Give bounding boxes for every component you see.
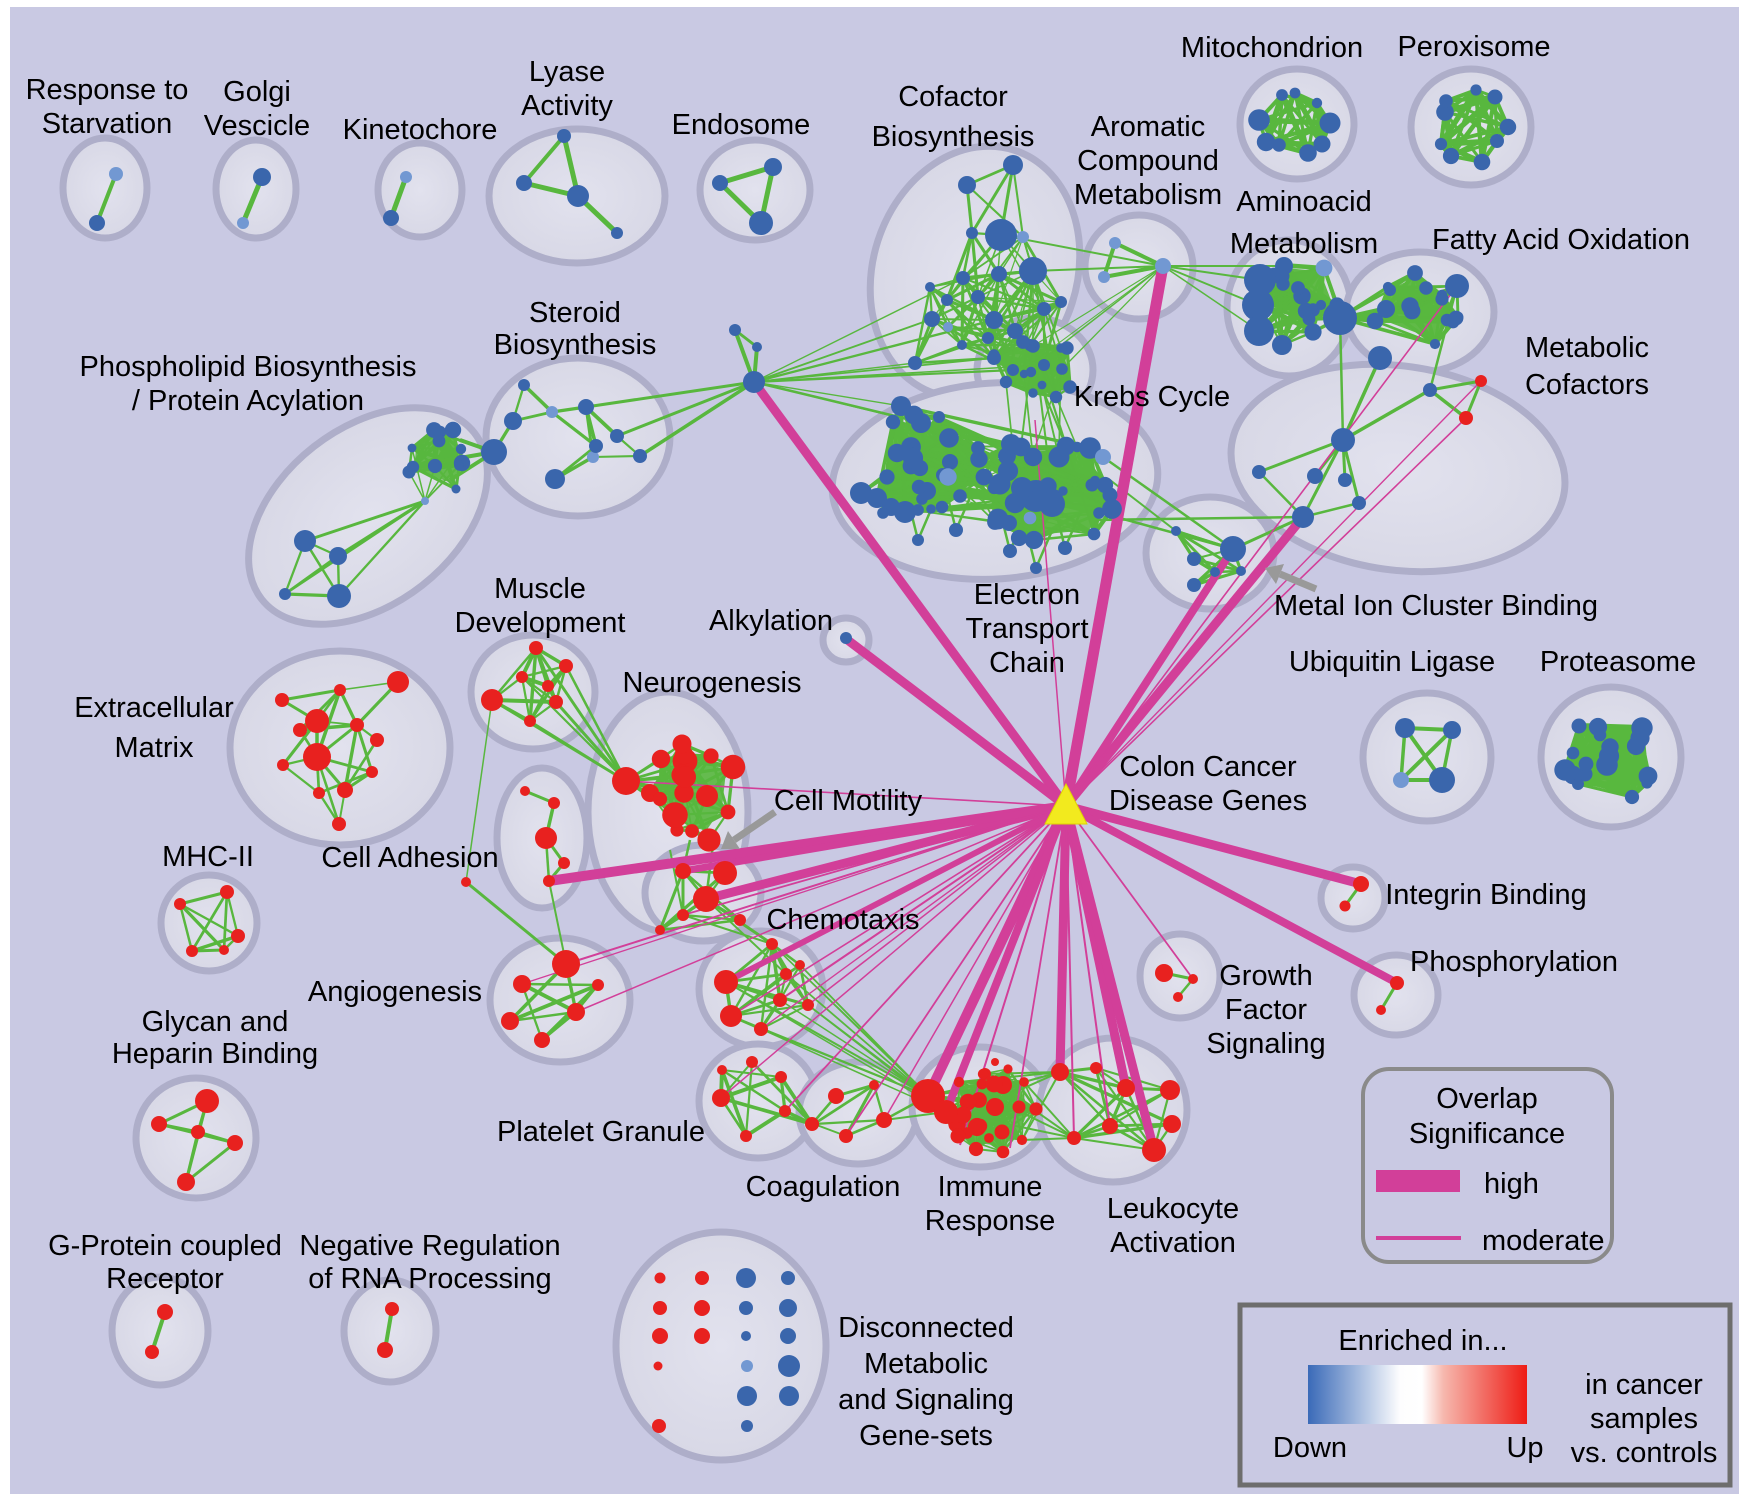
svg-text:Muscle: Muscle: [494, 573, 586, 605]
svg-text:Disconnected: Disconnected: [838, 1312, 1014, 1344]
svg-text:Up: Up: [1506, 1432, 1543, 1464]
svg-text:Integrin Binding: Integrin Binding: [1385, 879, 1587, 911]
svg-text:Biosynthesis: Biosynthesis: [494, 329, 657, 361]
svg-text:Mitochondrion: Mitochondrion: [1181, 32, 1363, 64]
svg-text:of RNA Processing: of RNA Processing: [308, 1263, 551, 1295]
svg-text:Growth: Growth: [1219, 960, 1312, 992]
svg-text:Starvation: Starvation: [42, 108, 173, 140]
svg-text:Immune: Immune: [938, 1171, 1043, 1203]
svg-text:Glycan and: Glycan and: [142, 1006, 289, 1038]
svg-text:Signaling: Signaling: [1206, 1028, 1325, 1060]
svg-text:Cell Adhesion: Cell Adhesion: [321, 842, 498, 874]
svg-text:Gene-sets: Gene-sets: [859, 1420, 993, 1452]
svg-text:Vescicle: Vescicle: [204, 110, 310, 142]
svg-text:in cancer: in cancer: [1585, 1369, 1703, 1401]
svg-text:MHC-II: MHC-II: [162, 841, 254, 873]
svg-text:Endosome: Endosome: [672, 109, 811, 141]
svg-text:Phosphorylation: Phosphorylation: [1410, 946, 1618, 978]
svg-text:Extracellular: Extracellular: [74, 692, 234, 724]
svg-text:Kinetochore: Kinetochore: [343, 114, 498, 146]
svg-text:Metabolic: Metabolic: [1525, 332, 1649, 364]
svg-text:Platelet Granule: Platelet Granule: [497, 1116, 705, 1148]
svg-text:Overlap: Overlap: [1436, 1083, 1538, 1115]
svg-text:Metabolism: Metabolism: [1230, 228, 1378, 260]
svg-text:Activation: Activation: [1110, 1227, 1236, 1259]
svg-text:Heparin Binding: Heparin Binding: [112, 1038, 318, 1070]
svg-text:Lyase: Lyase: [529, 56, 605, 88]
svg-text:Electron: Electron: [974, 579, 1080, 611]
svg-text:and Signaling: and Signaling: [838, 1384, 1014, 1416]
svg-text:Alkylation: Alkylation: [709, 605, 833, 637]
svg-text:Response: Response: [925, 1205, 1056, 1237]
svg-text:Significance: Significance: [1409, 1118, 1565, 1150]
svg-text:Activity: Activity: [521, 90, 613, 122]
svg-text:Transport: Transport: [965, 613, 1088, 645]
svg-text:Metabolic: Metabolic: [864, 1348, 988, 1380]
svg-text:Down: Down: [1273, 1432, 1347, 1464]
svg-text:Receptor: Receptor: [106, 1263, 224, 1295]
svg-text:Aminoacid: Aminoacid: [1236, 186, 1371, 218]
svg-text:Phospholipid Biosynthesis: Phospholipid Biosynthesis: [80, 351, 417, 383]
svg-text:Metal Ion Cluster Binding: Metal Ion Cluster Binding: [1274, 590, 1598, 622]
svg-text:Matrix: Matrix: [115, 732, 194, 764]
svg-text:Colon Cancer: Colon Cancer: [1119, 751, 1297, 783]
svg-text:Coagulation: Coagulation: [746, 1171, 901, 1203]
svg-text:samples: samples: [1590, 1403, 1698, 1435]
svg-text:Golgi: Golgi: [223, 76, 291, 108]
svg-text:Fatty Acid Oxidation: Fatty Acid Oxidation: [1432, 224, 1690, 256]
svg-text:Metabolism: Metabolism: [1074, 179, 1222, 211]
svg-text:Peroxisome: Peroxisome: [1397, 31, 1550, 63]
svg-text:Steroid: Steroid: [529, 297, 621, 329]
svg-text:Negative Regulation: Negative Regulation: [299, 1230, 560, 1262]
svg-text:high: high: [1484, 1168, 1539, 1200]
svg-text:Disease Genes: Disease Genes: [1109, 785, 1307, 817]
svg-text:Ubiquitin Ligase: Ubiquitin Ligase: [1289, 646, 1495, 678]
svg-text:Enriched in...: Enriched in...: [1338, 1325, 1507, 1357]
svg-text:G-Protein coupled: G-Protein coupled: [48, 1230, 282, 1262]
svg-text:Aromatic: Aromatic: [1091, 111, 1205, 143]
svg-text:Neurogenesis: Neurogenesis: [623, 667, 802, 699]
svg-text:/ Protein Acylation: / Protein Acylation: [132, 385, 364, 417]
svg-text:Factor: Factor: [1225, 994, 1308, 1026]
svg-text:Development: Development: [455, 607, 626, 639]
svg-text:Chain: Chain: [989, 647, 1065, 679]
svg-text:moderate: moderate: [1482, 1225, 1605, 1257]
svg-text:Angiogenesis: Angiogenesis: [308, 976, 482, 1008]
svg-text:vs. controls: vs. controls: [1571, 1437, 1718, 1469]
svg-text:Chemotaxis: Chemotaxis: [766, 904, 919, 936]
svg-text:Cofactors: Cofactors: [1525, 369, 1649, 401]
svg-text:Leukocyte: Leukocyte: [1107, 1193, 1239, 1225]
svg-text:Krebs Cycle: Krebs Cycle: [1074, 381, 1230, 413]
svg-text:Cofactor: Cofactor: [898, 81, 1008, 113]
svg-text:Compound: Compound: [1077, 145, 1219, 177]
svg-text:Proteasome: Proteasome: [1540, 646, 1696, 678]
svg-text:Cell Motility: Cell Motility: [774, 785, 923, 817]
svg-text:Response to: Response to: [26, 74, 189, 106]
svg-text:Biosynthesis: Biosynthesis: [872, 121, 1035, 153]
